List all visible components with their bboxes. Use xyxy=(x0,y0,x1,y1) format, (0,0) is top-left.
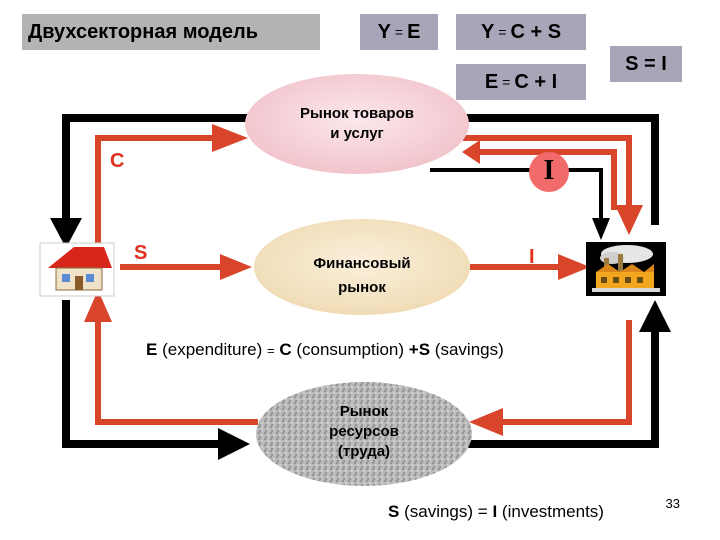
eq-e-text: (expenditure) xyxy=(162,340,263,359)
goods-market-line1: Рынок товаров xyxy=(300,105,414,122)
eq-s-text: (savings) xyxy=(434,340,504,359)
formula-y-equals-e-op: = xyxy=(394,24,404,40)
savings-flow-label: S xyxy=(134,242,148,264)
resource-market-ellipse xyxy=(256,382,472,486)
formula-e-ci-rhs: C + I xyxy=(514,70,558,93)
factory-icon xyxy=(586,242,666,296)
financial-market-line2: рынок xyxy=(338,279,386,296)
financial-market-ellipse xyxy=(254,219,470,315)
resource-market-line2: ресурсов xyxy=(329,423,399,440)
resource-market-line3: (труда) xyxy=(337,443,391,460)
black-flow-lines xyxy=(62,114,659,448)
eq2-s-text: (savings) xyxy=(404,502,474,521)
formula-e-ci-op: = xyxy=(502,74,511,90)
formula-y-cs-lhs: Y xyxy=(480,20,495,43)
formula-y-equals-e: Y = E xyxy=(360,14,438,50)
savings-equation: S (savings) = I (investments) xyxy=(388,502,604,522)
eq2-s: S xyxy=(388,502,400,521)
expenditure-equation: E (expenditure) = C (consumption) +S (sa… xyxy=(146,340,504,360)
eq2-equals: = xyxy=(477,502,488,521)
resource-market-line1: Рынок xyxy=(339,403,389,420)
eq-e: E xyxy=(146,340,158,359)
eq-equals: = xyxy=(266,343,275,358)
formula-y-cs-op: = xyxy=(498,24,507,40)
house-icon xyxy=(39,242,115,297)
investment-badge-label: I xyxy=(543,155,555,186)
slide-number: 33 xyxy=(665,496,680,511)
eq-c-text: (consumption) xyxy=(296,340,405,359)
investment-flow-label: I xyxy=(529,246,535,268)
goods-market-ellipse xyxy=(245,74,469,174)
eq-c: C xyxy=(279,340,292,359)
eq2-i-text: (investments) xyxy=(501,502,604,521)
eq2-i: I xyxy=(492,502,498,521)
formula-y-equals-c-plus-s: Y = C + S xyxy=(456,14,586,50)
formula-e-ci-lhs: E xyxy=(484,70,499,93)
investment-badge-circle xyxy=(529,152,569,192)
red-flow-lines xyxy=(95,135,632,425)
financial-market-label: Финансовый рынок xyxy=(262,252,462,300)
red-arrow-heads xyxy=(84,124,643,436)
investment-goods-line xyxy=(430,168,603,218)
formula-y-equals-e-lhs: Y xyxy=(377,20,391,43)
goods-market-label: Рынок товаров и услуг xyxy=(257,104,457,144)
consumption-flow-label: C xyxy=(110,150,125,172)
financial-market-line1: Финансовый xyxy=(313,255,411,272)
investment-goods-arrowhead xyxy=(592,218,610,240)
resource-market-label: Рынок ресурсов (труда) xyxy=(264,402,464,462)
formula-y-equals-e-rhs: E xyxy=(407,20,421,43)
formula-e-equals-c-plus-i: E = C + I xyxy=(456,64,586,100)
formula-s-equals-i: S = I xyxy=(610,46,682,82)
goods-market-line2: и услуг xyxy=(330,125,384,142)
formula-y-cs-rhs: C + S xyxy=(510,20,562,43)
page-title: Двухсекторная модель xyxy=(22,14,320,50)
eq-plus-s: +S xyxy=(408,340,431,359)
